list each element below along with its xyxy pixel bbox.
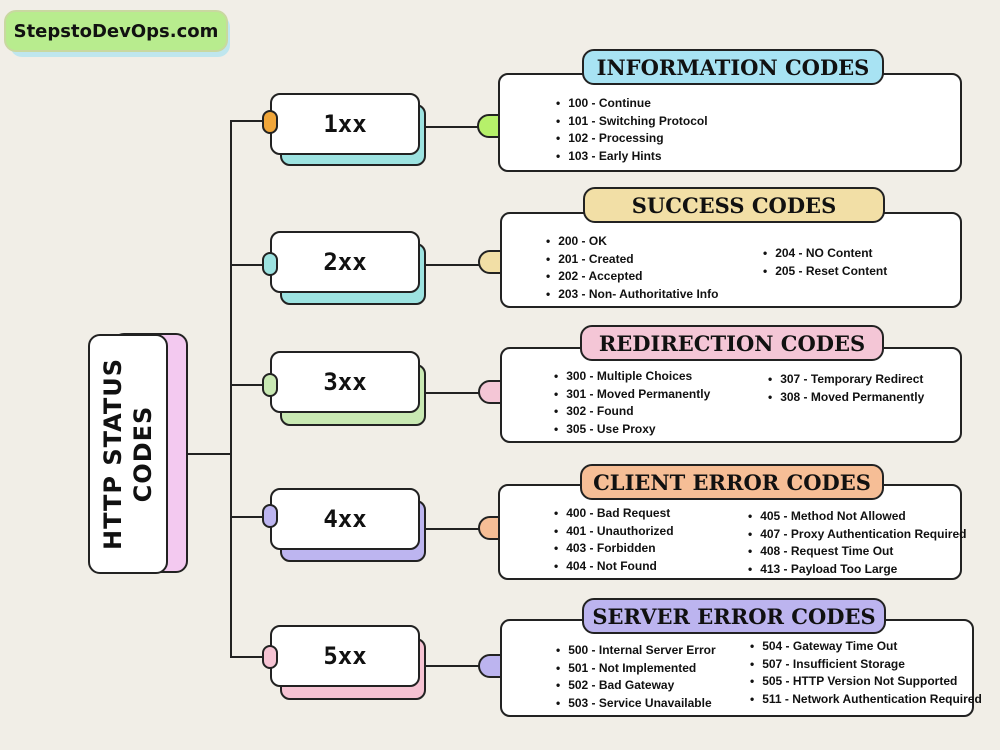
- server-error-codes-list-2: 504 - Gateway Time Out 507 - Insufficien…: [750, 638, 982, 708]
- status-code-item: 100 - Continue: [556, 95, 708, 113]
- status-code-item: 102 - Processing: [556, 130, 708, 148]
- client-error-codes-title: CLIENT ERROR CODES: [580, 464, 884, 500]
- branch-1xx: [230, 120, 270, 122]
- status-code-item: 502 - Bad Gateway: [556, 677, 716, 695]
- success-codes-list: 200 - OK 201 - Created 202 - Accepted 20…: [546, 233, 718, 303]
- link-4xx: [420, 528, 480, 530]
- status-code-item: 308 - Moved Permanently: [768, 389, 924, 407]
- category-1xx-tab: [262, 110, 278, 134]
- client-error-codes-list: 400 - Bad Request 401 - Unauthorized 403…: [554, 505, 674, 576]
- branch-5xx: [230, 656, 270, 658]
- root-connector: [168, 453, 230, 455]
- category-3xx: 3xx: [270, 351, 420, 413]
- category-4xx: 4xx: [270, 488, 420, 550]
- status-code-item: 503 - Service Unavailable: [556, 695, 716, 713]
- status-code-item: 511 - Network Authentication Required: [750, 691, 982, 709]
- status-code-item: 403 - Forbidden: [554, 540, 674, 558]
- status-code-item: 507 - Insufficient Storage: [750, 656, 982, 674]
- status-code-item: 202 - Accepted: [546, 268, 718, 286]
- status-code-item: 501 - Not Implemented: [556, 660, 716, 678]
- status-code-item: 408 - Request Time Out: [748, 543, 966, 561]
- status-code-item: 203 - Non- Authoritative Info: [546, 286, 718, 304]
- server-error-codes-list: 500 - Internal Server Error 501 - Not Im…: [556, 642, 716, 713]
- redirection-codes-list: 300 - Multiple Choices 301 - Moved Perma…: [554, 368, 710, 438]
- status-code-item: 205 - Reset Content: [763, 263, 887, 281]
- status-code-item: 413 - Payload Too Large: [748, 561, 966, 579]
- status-code-item: 500 - Internal Server Error: [556, 642, 715, 660]
- info-codes-title: INFORMATION CODES: [582, 49, 884, 85]
- category-1xx: 1xx: [270, 93, 420, 155]
- link-1xx: [420, 126, 480, 128]
- status-code-item: 405 - Method Not Allowed: [748, 508, 966, 526]
- success-codes-list-2: 204 - NO Content 205 - Reset Content: [763, 245, 887, 280]
- root-title: HTTP STATUS CODES: [98, 358, 158, 550]
- status-code-item: 307 - Temporary Redirect: [768, 371, 924, 389]
- branch-3xx: [230, 384, 270, 386]
- redirection-codes-list-2: 307 - Temporary Redirect 308 - Moved Per…: [768, 371, 924, 406]
- brand-badge: StepstoDevOps.com: [4, 10, 228, 52]
- status-code-item: 401 - Unauthorized: [554, 523, 673, 541]
- status-code-item: 302 - Found: [554, 403, 710, 421]
- status-code-item: 300 - Multiple Choices: [554, 368, 710, 386]
- status-code-item: 505 - HTTP Version Not Supported: [750, 673, 982, 691]
- root-title-line2: CODES: [129, 405, 158, 503]
- category-2xx-tab: [262, 252, 278, 276]
- trunk-line: [230, 120, 232, 658]
- category-2xx: 2xx: [270, 231, 420, 293]
- status-code-item: 103 - Early Hints: [556, 148, 708, 166]
- branch-4xx: [230, 516, 270, 518]
- info-codes-list: 100 - Continue 101 - Switching Protocol …: [556, 95, 708, 166]
- status-code-item: 404 - Not Found: [554, 558, 674, 576]
- redirection-codes-title: REDIRECTION CODES: [580, 325, 884, 361]
- status-code-item: 305 - Use Proxy: [554, 421, 710, 439]
- status-code-item: 407 - Proxy Authentication Required: [748, 526, 966, 544]
- category-4xx-tab: [262, 504, 278, 528]
- branch-2xx: [230, 264, 270, 266]
- status-code-item: 201 - Created: [546, 251, 718, 269]
- link-2xx: [420, 264, 480, 266]
- link-3xx: [420, 392, 480, 394]
- status-code-item: 200 - OK: [546, 233, 718, 251]
- root-title-line1: HTTP STATUS: [99, 358, 128, 550]
- server-error-codes-title: SERVER ERROR CODES: [582, 598, 886, 634]
- category-5xx-tab: [262, 645, 278, 669]
- category-5xx: 5xx: [270, 625, 420, 687]
- client-error-codes-list-2: 405 - Method Not Allowed 407 - Proxy Aut…: [748, 508, 966, 578]
- success-codes-title: SUCCESS CODES: [583, 187, 885, 223]
- link-5xx: [420, 665, 480, 667]
- status-code-item: 101 - Switching Protocol: [556, 113, 707, 131]
- category-3xx-tab: [262, 373, 278, 397]
- status-code-item: 504 - Gateway Time Out: [750, 638, 982, 656]
- root-node: HTTP STATUS CODES: [88, 334, 168, 574]
- status-code-item: 301 - Moved Permanently: [554, 386, 710, 404]
- status-code-item: 204 - NO Content: [763, 245, 887, 263]
- status-code-item: 400 - Bad Request: [554, 505, 674, 523]
